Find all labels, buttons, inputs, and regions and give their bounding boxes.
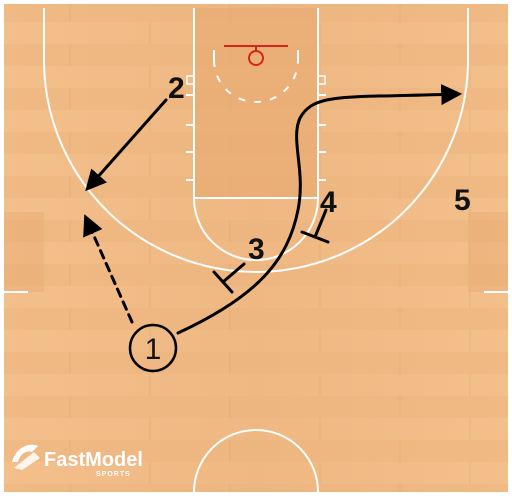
ball-handler-circle — [128, 323, 178, 373]
logo-mark-icon — [12, 444, 38, 462]
screen-4-stem — [313, 208, 328, 239]
player-2-cut — [85, 98, 168, 192]
player-4: 4 — [320, 186, 337, 219]
three-point-line — [43, 8, 469, 273]
center-circle — [193, 429, 319, 493]
free-throw-circle — [193, 197, 319, 261]
rim — [248, 50, 264, 66]
player-3: 3 — [248, 233, 265, 266]
restricted-arc — [213, 59, 299, 103]
logo-brand: FastModel — [44, 449, 143, 471]
right-wing-shade — [468, 212, 508, 292]
screen-3-stem — [221, 262, 246, 284]
logo-sub: SPORTS — [96, 471, 131, 478]
pass-1-to-wing — [83, 214, 134, 324]
fastmodel-logo: FastModel SPORTS — [12, 444, 143, 478]
player-1: 1 — [145, 333, 162, 366]
play-actions — [83, 84, 463, 335]
player-1-cut — [176, 84, 463, 335]
player-2: 2 — [168, 72, 185, 105]
player-5: 5 — [454, 184, 471, 217]
left-wing-shade — [4, 212, 44, 292]
